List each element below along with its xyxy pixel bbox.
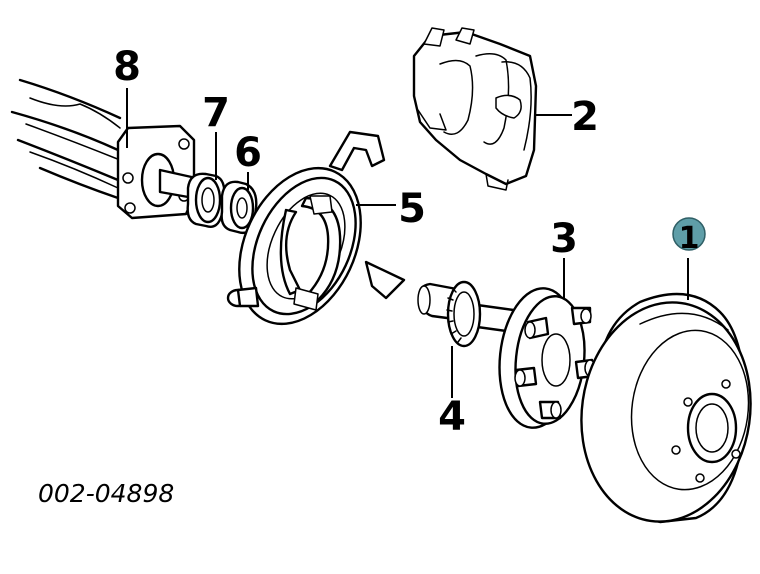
backing-plate-part [226,130,406,326]
leader-lines [126,88,689,398]
callout-1: 1 [679,221,700,256]
figure-code: 002-04898 [38,479,174,508]
callout-6: 6 [234,130,262,176]
axle-housing-part [10,78,207,220]
hub-flange-part [498,287,596,429]
bearing-part [186,172,226,228]
callout-5: 5 [398,186,426,232]
callout-7: 7 [202,90,230,136]
callout-4: 4 [438,394,466,440]
highlight-marker [672,217,706,251]
axle-shaft-part [417,280,530,348]
callout-8: 8 [113,44,141,90]
callout-2: 2 [571,94,599,140]
brake-caliper-part [412,27,538,191]
brake-rotor-part [580,292,752,524]
callout-3: 3 [550,216,578,262]
